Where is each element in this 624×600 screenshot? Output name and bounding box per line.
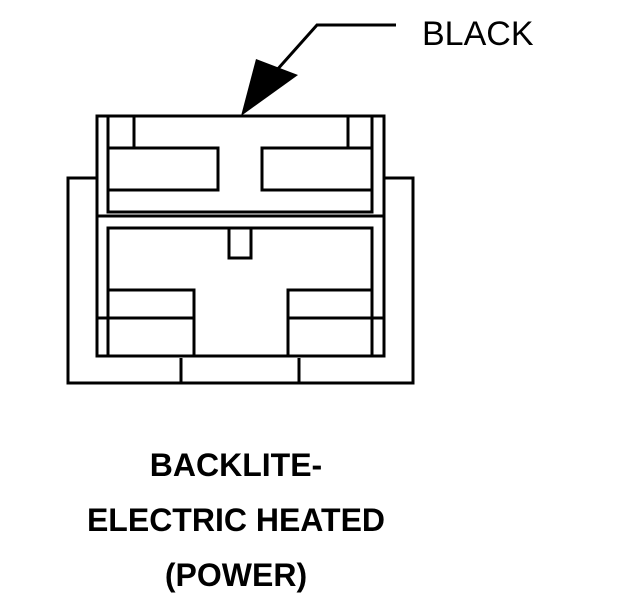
terminal-cavity-lower-left [97, 288, 196, 356]
terminal-cavity-lower-right [286, 288, 384, 356]
connector-body [95, 114, 386, 358]
caption-line-3: (POWER) [165, 557, 307, 593]
caption-line-2: ELECTRIC HEATED [87, 502, 385, 538]
upper-band-inner [106, 114, 374, 214]
terminal-cavity-upper-right [260, 146, 374, 192]
callout-leader-line [266, 23, 396, 81]
callout-arrow-icon [241, 59, 298, 116]
terminal-cavity-upper-left [106, 146, 220, 192]
locking-tab [227, 226, 253, 260]
wire-color-label: BLACK [422, 15, 534, 53]
connector-shroud [66, 176, 415, 385]
lower-inner-housing [106, 226, 374, 356]
caption-line-1: BACKLITE- [150, 447, 322, 483]
